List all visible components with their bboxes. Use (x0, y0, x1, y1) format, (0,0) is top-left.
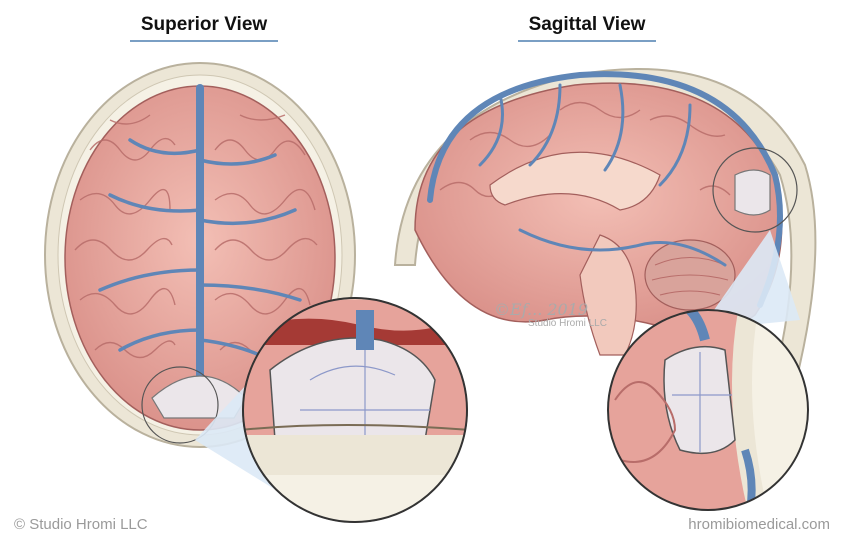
sagittal-view-title: Sagittal View (518, 14, 656, 42)
artist-signature: ©Ef... 2019 (494, 300, 589, 319)
title-underline (518, 40, 656, 42)
website-link[interactable]: hromibiomedical.com (688, 516, 830, 533)
superior-view-title-text: Superior View (140, 14, 268, 35)
title-underline (130, 40, 278, 42)
superior-view-title: Superior View (130, 14, 278, 42)
sagittal-view-title-text: Sagittal View (528, 14, 646, 35)
zoom-superior (242, 297, 468, 523)
copyright-notice: © Studio Hromi LLC (14, 516, 148, 533)
signature-studio: Studio Hromi LLC (528, 318, 607, 329)
sagittal-sinus (427, 71, 783, 308)
graft-sagittal (734, 169, 771, 216)
callout-wedge-sagittal (700, 230, 800, 330)
brainstem (579, 234, 637, 356)
sagittal-view (393, 68, 817, 387)
corpus-callosum (489, 151, 661, 211)
